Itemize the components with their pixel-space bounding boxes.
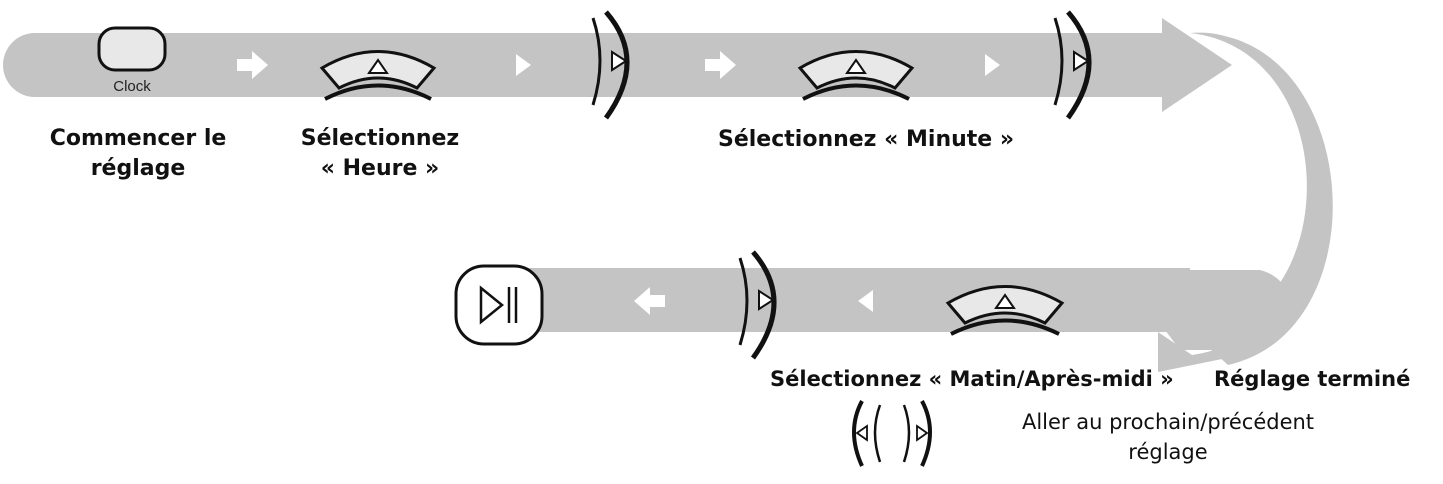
up-arrow-button-icon xyxy=(797,50,915,101)
legend-line1: Aller au prochain/précédent xyxy=(1021,410,1315,434)
right-dial-icon xyxy=(591,10,630,120)
step-ampm-label: Sélectionnez « Matin/Après-midi » xyxy=(770,367,1174,391)
step-minute-label: Sélectionnez « Minute » xyxy=(718,127,1015,152)
right-dial-icon xyxy=(738,250,777,360)
play-pause-button-icon xyxy=(454,264,544,346)
small-triangle-icon xyxy=(516,54,1000,76)
step-start-label: Commencer le réglage xyxy=(36,124,240,184)
step-arrow-icon xyxy=(237,51,736,79)
left-right-dial-icon xyxy=(852,400,932,467)
flow-band xyxy=(3,18,1333,372)
small-triangle-icon xyxy=(858,290,873,312)
back-arrow-icon xyxy=(634,287,665,315)
clock-button-label: Clock xyxy=(113,78,151,95)
legend-text: Aller au prochain/précédent réglage xyxy=(966,407,1370,467)
step-hour-line2: « Heure » xyxy=(320,156,440,181)
up-arrow-button-icon xyxy=(945,285,1065,336)
clock-button-icon: Clock xyxy=(97,26,167,95)
step-done-label: Réglage terminé xyxy=(1214,367,1411,391)
step-hour-line1: Sélectionnez xyxy=(300,126,460,151)
bottom-flow-bar xyxy=(500,268,1190,332)
step-start-line2: réglage xyxy=(90,156,186,181)
u-turn-body xyxy=(1190,32,1333,365)
step-hour-label: Sélectionnez « Heure » xyxy=(290,124,470,184)
right-dial-icon xyxy=(1053,10,1092,120)
legend-line2: réglage xyxy=(1128,440,1208,464)
step-start-line1: Commencer le xyxy=(49,126,227,151)
up-arrow-button-icon xyxy=(319,50,437,101)
